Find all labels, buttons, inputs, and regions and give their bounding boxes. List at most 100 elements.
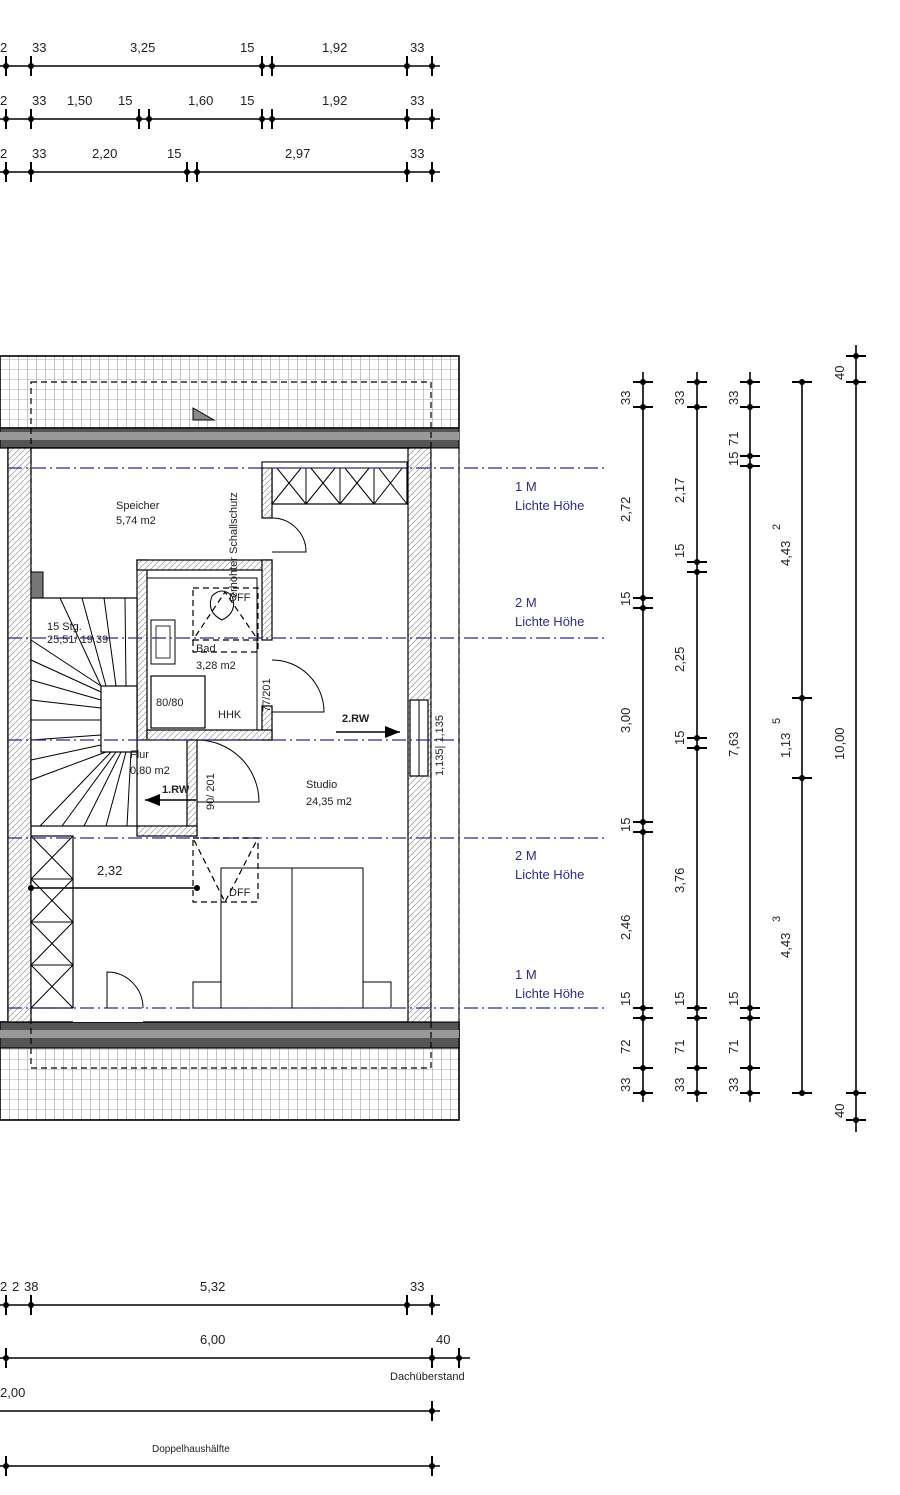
dim-label: 15 [672, 992, 687, 1006]
dim-label: 40 [436, 1332, 450, 1347]
dim-label: 15 [118, 93, 132, 108]
top-dimension-chains: 2 33 3,25 15 1,92 33 2 33 1,50 15 1,60 1… [0, 40, 440, 182]
dim-label: 38 [24, 1279, 38, 1294]
dim-label: 33 [410, 146, 424, 161]
dim-label: 15 [672, 544, 687, 558]
dim-row-3: 2 33 2,20 15 2,97 33 [0, 146, 440, 182]
dff-label-2: DFF [229, 887, 251, 899]
dim-row-1: 2 33 3,25 15 1,92 33 [0, 40, 440, 76]
stairs-label: 15 Stg. [47, 621, 82, 633]
dim-label: 33 [32, 40, 46, 55]
dim-label: 33 [618, 1078, 633, 1092]
dim-label: 33 [726, 391, 741, 405]
height-value: 2 M [515, 595, 537, 610]
dim-label: 71 [726, 432, 741, 446]
shower-size: 80/80 [156, 697, 184, 709]
dim-label: 33 [32, 146, 46, 161]
doppelhaus-label: Doppelhaushälfte [152, 1444, 230, 1455]
storage-shelf [271, 461, 408, 505]
dim-label: 4,43 [778, 933, 793, 958]
door-flur-size: 90/ 201 [205, 773, 217, 810]
dim-label: 2 [0, 1279, 7, 1294]
dim-label: 2,72 [618, 497, 633, 522]
dim-label: 15 [240, 40, 254, 55]
wall-dim-label: 1,135| 1,135 [434, 715, 446, 776]
dim-label: 2,25 [672, 647, 687, 672]
dim-superscript: 5 [771, 718, 783, 724]
room-area-bad: 3,28 m2 [196, 660, 236, 672]
bottom-dim-row-1: 2 2 38 5,32 33 [0, 1279, 440, 1315]
room-area-studio: 24,35 m2 [306, 796, 352, 808]
room-name-speicher: Speicher [116, 500, 160, 512]
dim-label: 33 [672, 1078, 687, 1092]
dim-label: 15 [240, 93, 254, 108]
height-value: 2 M [515, 848, 537, 863]
height-value: 1 M [515, 479, 537, 494]
storage-shelf-bottom [30, 835, 74, 1009]
room-name-flur: Flur [130, 749, 149, 761]
dim-label: 33 [410, 1279, 424, 1294]
height-label: Lichte Höhe [515, 614, 584, 629]
door-bad-size: 77/201 [261, 678, 273, 712]
escape-route-2: 2.RW [336, 713, 400, 738]
dim-label: 5,32 [200, 1279, 225, 1294]
dim-label: 2,17 [672, 478, 687, 503]
dim-label: 2 [0, 93, 7, 108]
dim-label: 40 [832, 366, 847, 380]
dim-superscript: 2 [771, 524, 783, 530]
stairs-dims: 25,51/ 19,39 [47, 634, 108, 646]
dff-label-1: DFF [229, 592, 251, 604]
dim-label: 2,20 [92, 146, 117, 161]
height-lines: 1 M Lichte Höhe 2 M Lichte Höhe 2 M Lich… [8, 467, 608, 1009]
dim-label: 71 [726, 1040, 741, 1054]
dim-label: 4,43 [778, 541, 793, 566]
dim-label: 6,00 [200, 1332, 225, 1347]
dim-label: 10,00 [832, 727, 847, 760]
dim-label: 1,50 [67, 93, 92, 108]
dim-label: 72 [618, 1040, 633, 1054]
dim-label: 71 [672, 1040, 687, 1054]
room-name-studio: Studio [306, 779, 337, 791]
dim-label: 33 [672, 391, 687, 405]
bottom-dim-row-4: Doppelhaushälfte [0, 1444, 440, 1476]
right-dimension-chains: 33 2,72 15 3,00 15 2,46 15 72 33 33 2,17… [618, 345, 866, 1132]
dim-label: 3,25 [130, 40, 155, 55]
bottom-dim-row-2: 6,00 40 Dachüberstand [0, 1332, 470, 1383]
inner-dim-label: 2,32 [97, 863, 122, 878]
dachueberstand-label: Dachüberstand [390, 1371, 465, 1383]
dim-label: 2,97 [285, 146, 310, 161]
height-label: Lichte Höhe [515, 986, 584, 1001]
dim-label: 33 [410, 93, 424, 108]
dim-label: 15 [726, 452, 741, 466]
dim-label: 3,00 [618, 708, 633, 733]
dim-row-2: 2 33 1,50 15 1,60 15 1,92 33 [0, 93, 440, 129]
dim-label: 1,60 [188, 93, 213, 108]
svg-text:2.RW: 2.RW [342, 713, 370, 725]
dim-label: 1,13 [778, 733, 793, 758]
dim-label: 33 [32, 93, 46, 108]
room-area-flur: 0,80 m2 [130, 765, 170, 777]
dim-label: 33 [618, 391, 633, 405]
dim-label: 15 [618, 818, 633, 832]
dim-label: 15 [672, 731, 687, 745]
hhk-label: HHK [218, 709, 242, 721]
dim-label: 15 [618, 992, 633, 1006]
room-name-bad: Bad [196, 643, 216, 655]
dim-superscript: 3 [771, 916, 783, 922]
height-label: Lichte Höhe [515, 498, 584, 513]
dim-label: 40 [832, 1104, 847, 1118]
dim-label: 15 [167, 146, 181, 161]
dim-label: 1,92 [322, 93, 347, 108]
dim-label: 2 [12, 1279, 19, 1294]
bottom-dimension-chains: 2 2 38 5,32 33 6,00 40 Dachüberstand 2,0… [0, 1279, 470, 1476]
height-label: Lichte Höhe [515, 867, 584, 882]
roof-area [0, 355, 460, 1121]
bottom-dim-row-3: 2,00 [0, 1385, 440, 1421]
note-schallschutz: erhöhter Schallschutz [228, 492, 240, 598]
dim-label: 33 [726, 1078, 741, 1092]
dim-label: 2 [0, 146, 7, 161]
dim-label: 2,46 [618, 915, 633, 940]
svg-text:1.RW: 1.RW [162, 784, 190, 796]
dim-label: 1,92 [322, 40, 347, 55]
room-area-speicher: 5,74 m2 [116, 515, 156, 527]
